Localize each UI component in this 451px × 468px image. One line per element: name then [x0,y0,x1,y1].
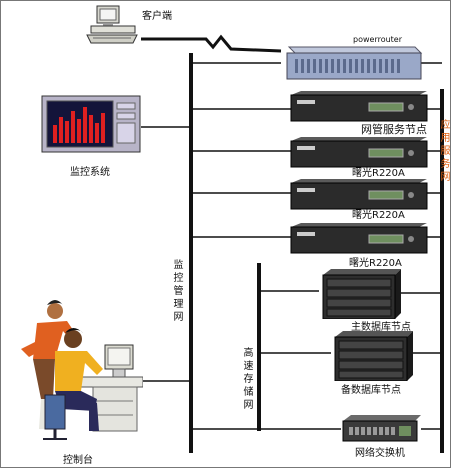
server-a-label: 曙光R220A [352,168,405,179]
network-switch-icon [342,415,421,442]
main-database-node-icon [322,269,401,319]
server-a-icon [290,137,428,168]
server-b-label: 曙光R220A [352,210,405,221]
service-node-server-icon [290,91,428,122]
console-label: 控制台 [63,455,93,466]
server-c-icon [290,223,428,254]
monitor-network-label: 监控管理网 [171,259,182,324]
app-network-label: 应用服务网 [438,119,449,184]
client-computer-icon [86,5,138,44]
storage-network-label: 高速存储网 [241,347,252,412]
powerrouter-icon [286,46,423,80]
main-database-node-label: 主数据库节点 [351,322,411,333]
backup-database-node-icon [334,331,413,381]
monitor-system-icon [41,95,141,153]
server-c-label: 曙光R220A [349,258,402,269]
client-label: 客户端 [142,11,172,22]
network-switch-label: 网络交换机 [355,448,405,459]
service-node-label: 网管服务节点 [361,123,427,136]
backup-database-node-label: 备数据库节点 [341,385,401,396]
powerrouter-label: powerrouter [353,35,403,44]
console-operators-icon [21,300,143,440]
server-b-icon [290,179,428,210]
monitor-system-label: 监控系统 [70,167,110,178]
